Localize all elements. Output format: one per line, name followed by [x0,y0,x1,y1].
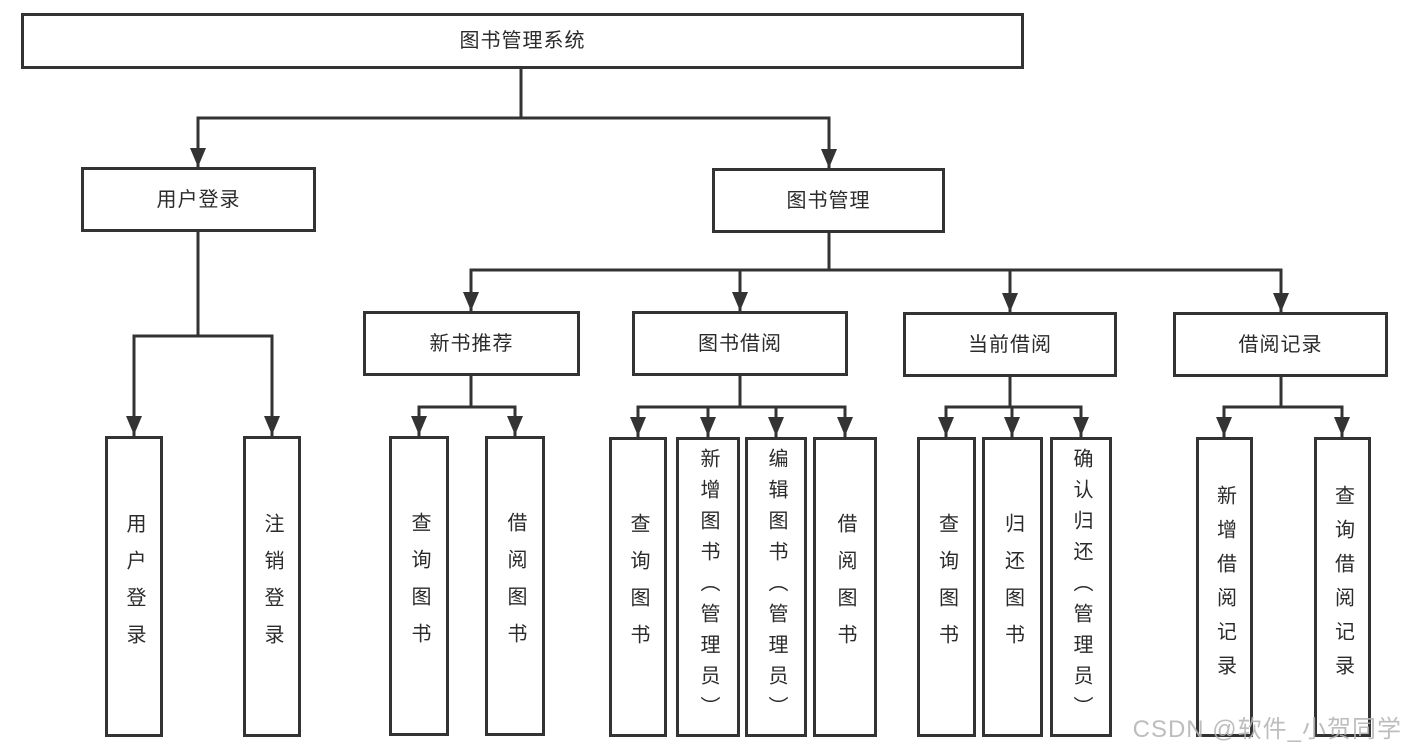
node-leaf-logout: 注销登录 [243,436,301,737]
node-book-mgmt: 图书管理 [712,168,945,233]
connector-user-login-rail [132,230,274,338]
node-cb-query-book-label: 查询图书 [935,513,958,661]
node-book-borrow: 图书借阅 [632,311,848,376]
node-bb-borrow-book-label: 借阅图书 [834,513,856,661]
node-rec-query-book: 查询图书 [389,436,449,736]
node-bb-add-book: 新增图书（管理员） [676,437,740,737]
node-cb-confirm-return-label: 确认归还（管理员） [1070,447,1092,727]
node-cb-query-book: 查询图书 [917,437,976,737]
node-br-query-record: 查询借阅记录 [1314,437,1371,737]
node-leaf-user-login: 用户登录 [105,436,163,737]
node-user-login-label: 用户登录 [156,188,241,211]
node-root: 图书管理系统 [21,13,1024,69]
node-bb-add-book-label: 新增图书（管理员） [697,447,719,727]
node-bb-query-book-label: 查询图书 [627,513,649,661]
node-current-borrow-label: 当前借阅 [968,333,1052,356]
node-leaf-logout-label: 注销登录 [261,512,283,661]
node-cb-confirm-return: 确认归还（管理员） [1050,437,1112,737]
node-root-label: 图书管理系统 [459,30,586,52]
node-book-borrow-label: 图书借阅 [698,332,782,355]
node-bb-edit-book-label: 编辑图书（管理员） [765,447,787,727]
node-current-borrow: 当前借阅 [903,312,1117,377]
node-br-add-record-label: 新增借阅记录 [1213,485,1236,689]
connector-new-book-rec-rail [417,374,517,409]
node-borrow-record: 借阅记录 [1173,312,1388,377]
node-bb-query-book: 查询图书 [609,437,667,737]
node-bb-borrow-book: 借阅图书 [813,437,877,737]
node-borrow-record-label: 借阅记录 [1238,333,1323,356]
node-user-login: 用户登录 [81,167,316,232]
node-br-add-record: 新增借阅记录 [1196,437,1253,737]
connector-borrow-record-rail [1222,375,1344,409]
node-rec-borrow-book: 借阅图书 [485,436,545,736]
node-new-book-rec-label: 新书推荐 [429,332,514,355]
csdn-watermark: CSDN @软件_小贺同学 [1132,716,1402,743]
connector-current-borrow-rail [944,375,1083,409]
node-cb-return-book: 归还图书 [982,437,1043,737]
node-leaf-user-login-label: 用户登录 [123,512,145,661]
connector-book-borrow-rail [636,374,847,409]
node-bb-edit-book: 编辑图书（管理员） [745,437,807,737]
node-new-book-rec: 新书推荐 [363,311,580,376]
connector-root-rail [196,67,831,120]
node-br-query-record-label: 查询借阅记录 [1331,485,1354,689]
node-rec-query-book-label: 查询图书 [408,512,430,660]
node-cb-return-book-label: 归还图书 [1001,513,1024,661]
connector-book-mgmt-rail [469,231,1283,272]
node-rec-borrow-book-label: 借阅图书 [504,512,526,660]
node-book-mgmt-label: 图书管理 [786,189,871,212]
